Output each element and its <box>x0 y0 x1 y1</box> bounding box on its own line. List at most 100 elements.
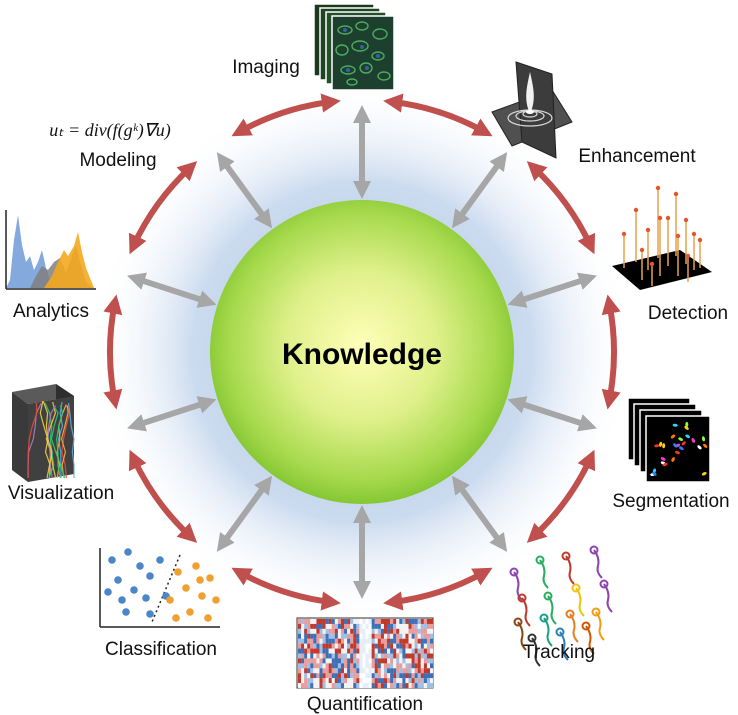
trajectory-path <box>603 583 613 613</box>
trajectory-start <box>589 545 599 555</box>
heatmap-cell <box>328 678 332 684</box>
heatmap-cell <box>399 678 403 684</box>
heatmap-cell <box>408 663 412 669</box>
heatmap-cell <box>334 623 338 629</box>
heatmap-cell <box>313 623 317 629</box>
heatmap-cell <box>430 643 434 649</box>
heatmap-cell <box>371 658 375 664</box>
heatmap-cell <box>307 623 311 629</box>
heatmap-cell <box>377 628 381 634</box>
heatmap-cell <box>374 653 378 659</box>
heatmap-cell <box>304 678 308 684</box>
heatmap-cell <box>350 633 354 639</box>
heatmap-cell <box>301 683 305 689</box>
heatmap-cell <box>377 633 381 639</box>
scatter-point-class-a <box>146 610 154 618</box>
heatmap-cell <box>365 619 369 624</box>
heatmap-cell <box>402 633 406 639</box>
heatmap-cell <box>353 663 357 669</box>
heatmap-cell <box>325 628 329 634</box>
heatmap-cell <box>310 628 314 634</box>
heatmap-cell <box>310 648 314 654</box>
heatmap-cell <box>368 678 372 684</box>
heatmap-cell <box>347 678 351 684</box>
heatmap-cell <box>426 663 431 669</box>
heatmap-cell <box>304 623 308 629</box>
heatmap-cell <box>405 648 409 654</box>
heatmap-cell <box>365 678 369 684</box>
heatmap-cell <box>301 648 305 654</box>
heatmap-cell <box>365 653 369 659</box>
heatmap-cell <box>353 628 357 634</box>
heatmap-cell <box>414 623 418 629</box>
detection-spike-tip <box>657 215 663 221</box>
heatmap-cell <box>334 638 338 644</box>
heatmap-cell <box>430 623 434 629</box>
heatmap-cell <box>417 619 421 624</box>
heatmap-cell <box>390 633 394 639</box>
heatmap-cell <box>316 668 320 674</box>
heatmap-cell <box>325 623 329 629</box>
heatmap-cell <box>417 648 421 654</box>
heatmap-cell <box>423 638 427 644</box>
heatmap-cell <box>368 648 372 654</box>
heatmap-cell <box>319 658 323 664</box>
spike-detection-icon <box>612 185 712 290</box>
heatmap-cell <box>411 678 415 684</box>
heatmap-cell <box>325 668 329 674</box>
heatmap-cell <box>298 643 302 649</box>
heatmap-cell <box>368 673 372 679</box>
trajectory-path <box>575 587 585 617</box>
heatmap-cell <box>420 648 424 654</box>
heatmap-cell <box>316 683 320 689</box>
heatmap-cell <box>405 619 409 624</box>
scatter-point-class-a <box>114 576 122 584</box>
heatmap-cell <box>402 673 406 679</box>
heatmap-cell <box>301 673 305 679</box>
heatmap-cell <box>430 658 434 664</box>
heatmap-cell <box>307 663 311 669</box>
heatmap-cell <box>383 673 388 679</box>
heatmap-cell <box>334 673 338 679</box>
heatmap-cell <box>420 643 424 649</box>
heatmap-cell <box>414 628 418 634</box>
heatmap-cell <box>316 623 320 629</box>
scatter-point-class-b <box>192 562 200 570</box>
heatmap-cell <box>362 658 366 664</box>
heatmap-cell <box>307 668 311 674</box>
heatmap-cell <box>328 619 332 624</box>
detection-spike-tip <box>685 253 691 259</box>
segmented-cell <box>703 443 708 448</box>
heatmap-cell <box>353 668 357 674</box>
heatmap-cell <box>337 628 342 634</box>
heatmap-cell <box>371 638 375 644</box>
detection-spike-tip <box>655 185 661 191</box>
heatmap-cell <box>356 623 360 629</box>
heatmap-cell <box>356 668 360 674</box>
heatmap-cell <box>420 623 424 629</box>
heatmap-cell <box>334 628 338 634</box>
trajectory-start <box>555 627 565 637</box>
heatmap-cell <box>350 668 354 674</box>
segmented-cell <box>697 445 702 450</box>
cycle-arrow-segmentation-tracking <box>526 449 596 543</box>
heatmap-cell <box>430 638 434 644</box>
heatmap-cell <box>368 683 372 689</box>
heatmap-cell <box>325 663 329 669</box>
heatmap-cell <box>414 619 418 624</box>
heatmap-cell <box>307 683 311 689</box>
heatmap-cell <box>319 619 323 624</box>
heatmap-cell <box>371 653 375 659</box>
heatmap-cell <box>319 683 323 689</box>
heatmap-cell <box>390 638 394 644</box>
heatmap-cell <box>334 683 338 689</box>
heatmap-cell <box>405 658 409 664</box>
trajectory-start <box>527 633 537 643</box>
segmented-cells-stack-icon <box>627 397 711 483</box>
stage-label-detection: Detection <box>648 303 728 324</box>
cycle-arrow-enhancement-detection <box>526 161 596 255</box>
heatmap-cell <box>408 658 412 664</box>
heatmap-cell <box>402 653 406 659</box>
heatmap-cell <box>350 638 354 644</box>
heatmap-cell <box>368 643 372 649</box>
